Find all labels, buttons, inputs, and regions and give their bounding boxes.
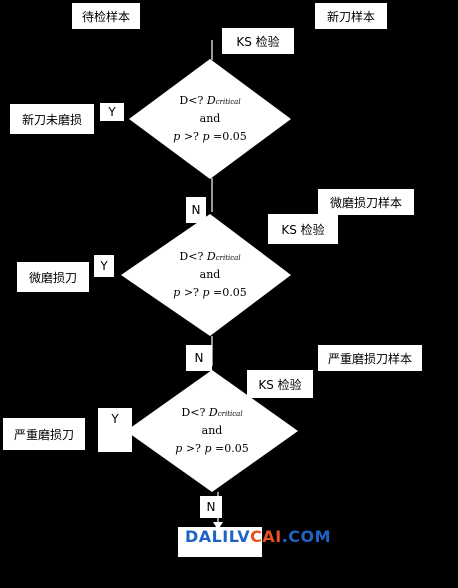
arrowhead	[213, 522, 223, 530]
decision-diamond-1	[129, 59, 291, 179]
no-label-1: N	[186, 197, 206, 223]
untested-sample-header: 待检样本	[72, 3, 140, 29]
result-new-tool-unworn: 新刀未磨损	[10, 104, 94, 134]
result-slight-wear: 微磨损刀	[17, 262, 89, 292]
condition-p-line: p >? p =0.05	[175, 442, 249, 455]
new-tool-sample-header: 新刀样本	[315, 3, 387, 29]
no-label-3: N	[200, 496, 222, 518]
yes-label-1: Y	[100, 103, 124, 121]
decision-condition-1: D<? Dcritical and p >? p =0.05	[150, 95, 270, 142]
yes-label-2: Y	[94, 255, 114, 277]
condition-and: and	[199, 268, 221, 281]
condition-and: and	[199, 112, 221, 125]
condition-d-line: D<? Dcritical	[179, 94, 241, 107]
condition-p-line: p >? p =0.05	[173, 286, 247, 299]
yes-label-3: Y	[98, 408, 132, 452]
ks-test-label-3: KS 检验	[247, 370, 313, 398]
decision-condition-3: D<? Dcritical and p >? p =0.05	[152, 407, 272, 454]
decision-condition-2: D<? Dcritical and p >? p =0.05	[150, 251, 270, 298]
ks-test-label-2: KS 检验	[268, 214, 338, 244]
decision-diamond-2	[121, 214, 291, 336]
condition-and: and	[201, 424, 223, 437]
severe-wear-sample-label: 严重磨损刀样本	[318, 345, 422, 371]
condition-d-line: D<? Dcritical	[179, 250, 241, 263]
condition-d-line: D<? Dcritical	[181, 406, 243, 419]
condition-p-line: p >? p =0.05	[173, 130, 247, 143]
result-severe-wear: 严重磨损刀	[3, 418, 85, 450]
no-label-2: N	[186, 345, 212, 371]
slight-wear-sample-label: 微磨损刀样本	[318, 189, 414, 215]
decision-diamond-3	[126, 370, 298, 492]
result-box-bottom	[178, 527, 262, 557]
ks-test-label-1: KS 检验	[222, 28, 294, 54]
